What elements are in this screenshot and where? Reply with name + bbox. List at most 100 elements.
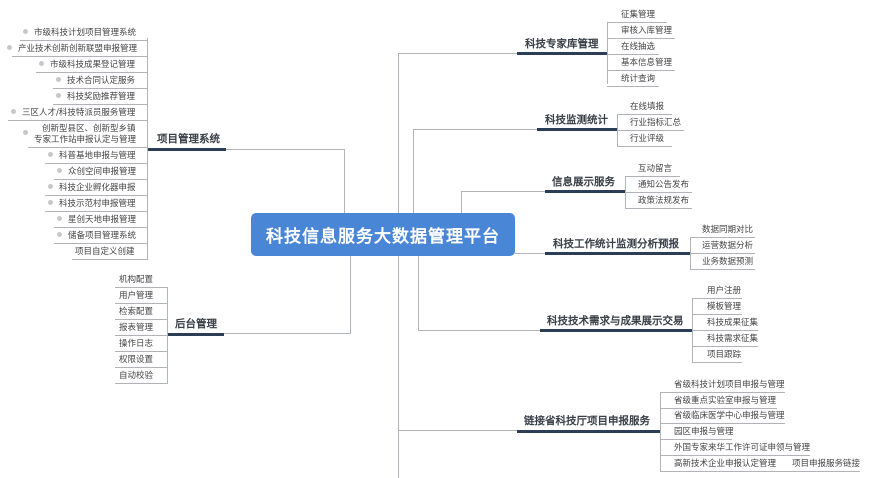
leaf-item[interactable]: 通知公告发布 (638, 180, 690, 190)
leaf-underline (115, 383, 168, 384)
bullet-icon (23, 29, 28, 34)
leaf-item[interactable]: 政策法规发布 (638, 196, 690, 206)
leaf-item[interactable]: 科技企业孵化器申报 (48, 183, 136, 193)
leaf-underline (690, 253, 755, 254)
leaf-underline (45, 163, 148, 164)
leaf-item[interactable]: 技术合同认定服务 (56, 76, 135, 86)
connector (461, 191, 462, 214)
root-label: 科技信息服务大数据管理平台 (266, 227, 500, 247)
branch-underline (517, 52, 607, 55)
leaf-item[interactable]: 高新技术企业申报认定管理 (674, 459, 777, 469)
branch-info-display[interactable]: 信息展示服务 (552, 176, 615, 188)
bullet-icon (48, 184, 53, 189)
connector (222, 333, 351, 334)
leaf-item[interactable]: 科技成果征集 (707, 318, 759, 328)
leaf-item[interactable]: 在线填报 (630, 102, 665, 112)
leaf-item[interactable]: 报表管理 (119, 323, 154, 333)
leaf-item[interactable]: 用户注册 (707, 286, 742, 296)
branch-underline (545, 252, 690, 255)
bullet-icon (11, 109, 16, 114)
leaf-underline (115, 367, 168, 368)
leaf-underline (660, 471, 860, 472)
connector (418, 256, 419, 331)
leaf-underline (617, 114, 672, 115)
leaf-item[interactable]: 市级科技计划项目管理系统 (23, 28, 136, 38)
leaf-item[interactable]: 权限设置 (119, 355, 154, 365)
leaf-underline (12, 56, 148, 57)
leaf-underline (607, 22, 667, 23)
leaf-item[interactable]: 行业评级 (630, 134, 665, 144)
leaf-item[interactable]: 运营数据分析 (702, 241, 754, 251)
leaf-item[interactable]: 在线抽选 (621, 42, 656, 52)
leaf-item[interactable]: 科普基地申报与管理 (48, 151, 136, 161)
bullet-icon (39, 61, 44, 66)
leaf-item[interactable]: 省级科技计划项目申报与管理 (674, 380, 785, 390)
leaf-item[interactable]: 省级重点实验室申报与管理 (674, 396, 777, 406)
leaf-item[interactable]: 储备项目管理系统 (57, 231, 136, 241)
leaf-item[interactable]: 外国专家来华工作许可证申领与管理 (674, 443, 811, 453)
connector (350, 256, 351, 334)
leaf-underline (660, 439, 732, 440)
leaf-underline (625, 192, 692, 193)
leaf-item[interactable]: 科技奖励推荐管理 (56, 92, 135, 102)
leaf-item[interactable]: 审核入库管理 (621, 26, 673, 36)
leaf-item[interactable]: 市级科技成果登记管理 (39, 60, 135, 70)
leaf-underline (692, 346, 758, 347)
branch-underline (540, 329, 692, 332)
leaf-item[interactable]: 操作日志 (119, 339, 154, 349)
leaf-item[interactable]: 机构配置 (119, 275, 154, 285)
leaf-item[interactable]: 基本信息管理 (621, 58, 673, 68)
leaf-item[interactable]: 数据同期对比 (702, 225, 754, 235)
branch-demand-achievement-trade[interactable]: 科技技术需求与成果展示交易 (547, 315, 684, 327)
leaf-item[interactable]: 科技需求征集 (707, 334, 759, 344)
root-node[interactable]: 科技信息服务大数据管理平台 (251, 213, 515, 256)
branch-project-management[interactable]: 项目管理系统 (157, 133, 220, 145)
leaf-item[interactable]: 项目跟踪 (707, 350, 742, 360)
leaf-underline (607, 70, 675, 71)
leaf-underline (54, 227, 148, 228)
leaf-item[interactable]: 项目自定义创建 (75, 247, 135, 257)
leaf-underline (625, 176, 680, 177)
branch-provincial-application-link[interactable]: 链接省科技厅项目申报服务 (524, 415, 650, 427)
leaf-item[interactable]: 征集管理 (621, 10, 656, 20)
connector (398, 430, 518, 431)
leaf-item[interactable]: 行业指标汇总 (630, 118, 682, 128)
leaf-underline (115, 287, 168, 288)
leaf-item[interactable]: 省级临床医学中心申报与管理 (674, 411, 785, 421)
leaf-underline (36, 72, 148, 73)
branch-work-analysis-forecast[interactable]: 科技工作统计监测分析预报 (553, 238, 679, 250)
leaf-item[interactable]: 创新型县区、创新型乡镇专家工作站申报认定与管理 (23, 124, 136, 146)
leaf-underline (45, 195, 148, 196)
leaf-item[interactable]: 自动校验 (119, 371, 154, 381)
leaf-item[interactable]: 用户管理 (119, 291, 154, 301)
leaf-underline (53, 104, 148, 105)
leaf-item[interactable]: 统计查询 (621, 74, 656, 84)
leaf-item[interactable]: 模板管理 (707, 302, 742, 312)
leaf-item[interactable]: 三区人才/科技特派员服务管理 (11, 108, 135, 118)
branch-expert-library[interactable]: 科技专家库管理 (525, 38, 599, 50)
connector (660, 392, 661, 472)
leaf-item[interactable]: 星创天地申报管理 (57, 215, 136, 225)
leaf-item[interactable]: 园区申报与管理 (674, 427, 734, 437)
leaf-item[interactable]: 业务数据预测 (702, 257, 754, 267)
connector (515, 253, 545, 254)
leaf-item[interactable]: 产业技术创新创新联盟申报管理 (7, 44, 137, 54)
leaf-underline (115, 303, 168, 304)
bullet-icon (23, 130, 28, 135)
branch-monitoring-statistics[interactable]: 科技监测统计 (545, 114, 608, 126)
branch-backend-management[interactable]: 后台管理 (175, 318, 217, 330)
leaf-underline (54, 243, 148, 244)
bullet-icon (56, 77, 61, 82)
bullet-icon (57, 168, 62, 173)
leaf-underline (692, 362, 742, 363)
leaf-underline (28, 147, 148, 148)
connector (398, 53, 399, 478)
leaf-underline (607, 86, 659, 87)
leaf-underline (692, 298, 742, 299)
connector (418, 330, 543, 331)
leaf-item[interactable]: 众创空间申报管理 (57, 167, 136, 177)
leaf-item-link[interactable]: 项目申报服务链接 (792, 459, 861, 469)
leaf-item[interactable]: 检索配置 (119, 307, 154, 317)
leaf-item[interactable]: 科技示范村申报管理 (48, 199, 136, 209)
leaf-item[interactable]: 互动留言 (638, 164, 673, 174)
